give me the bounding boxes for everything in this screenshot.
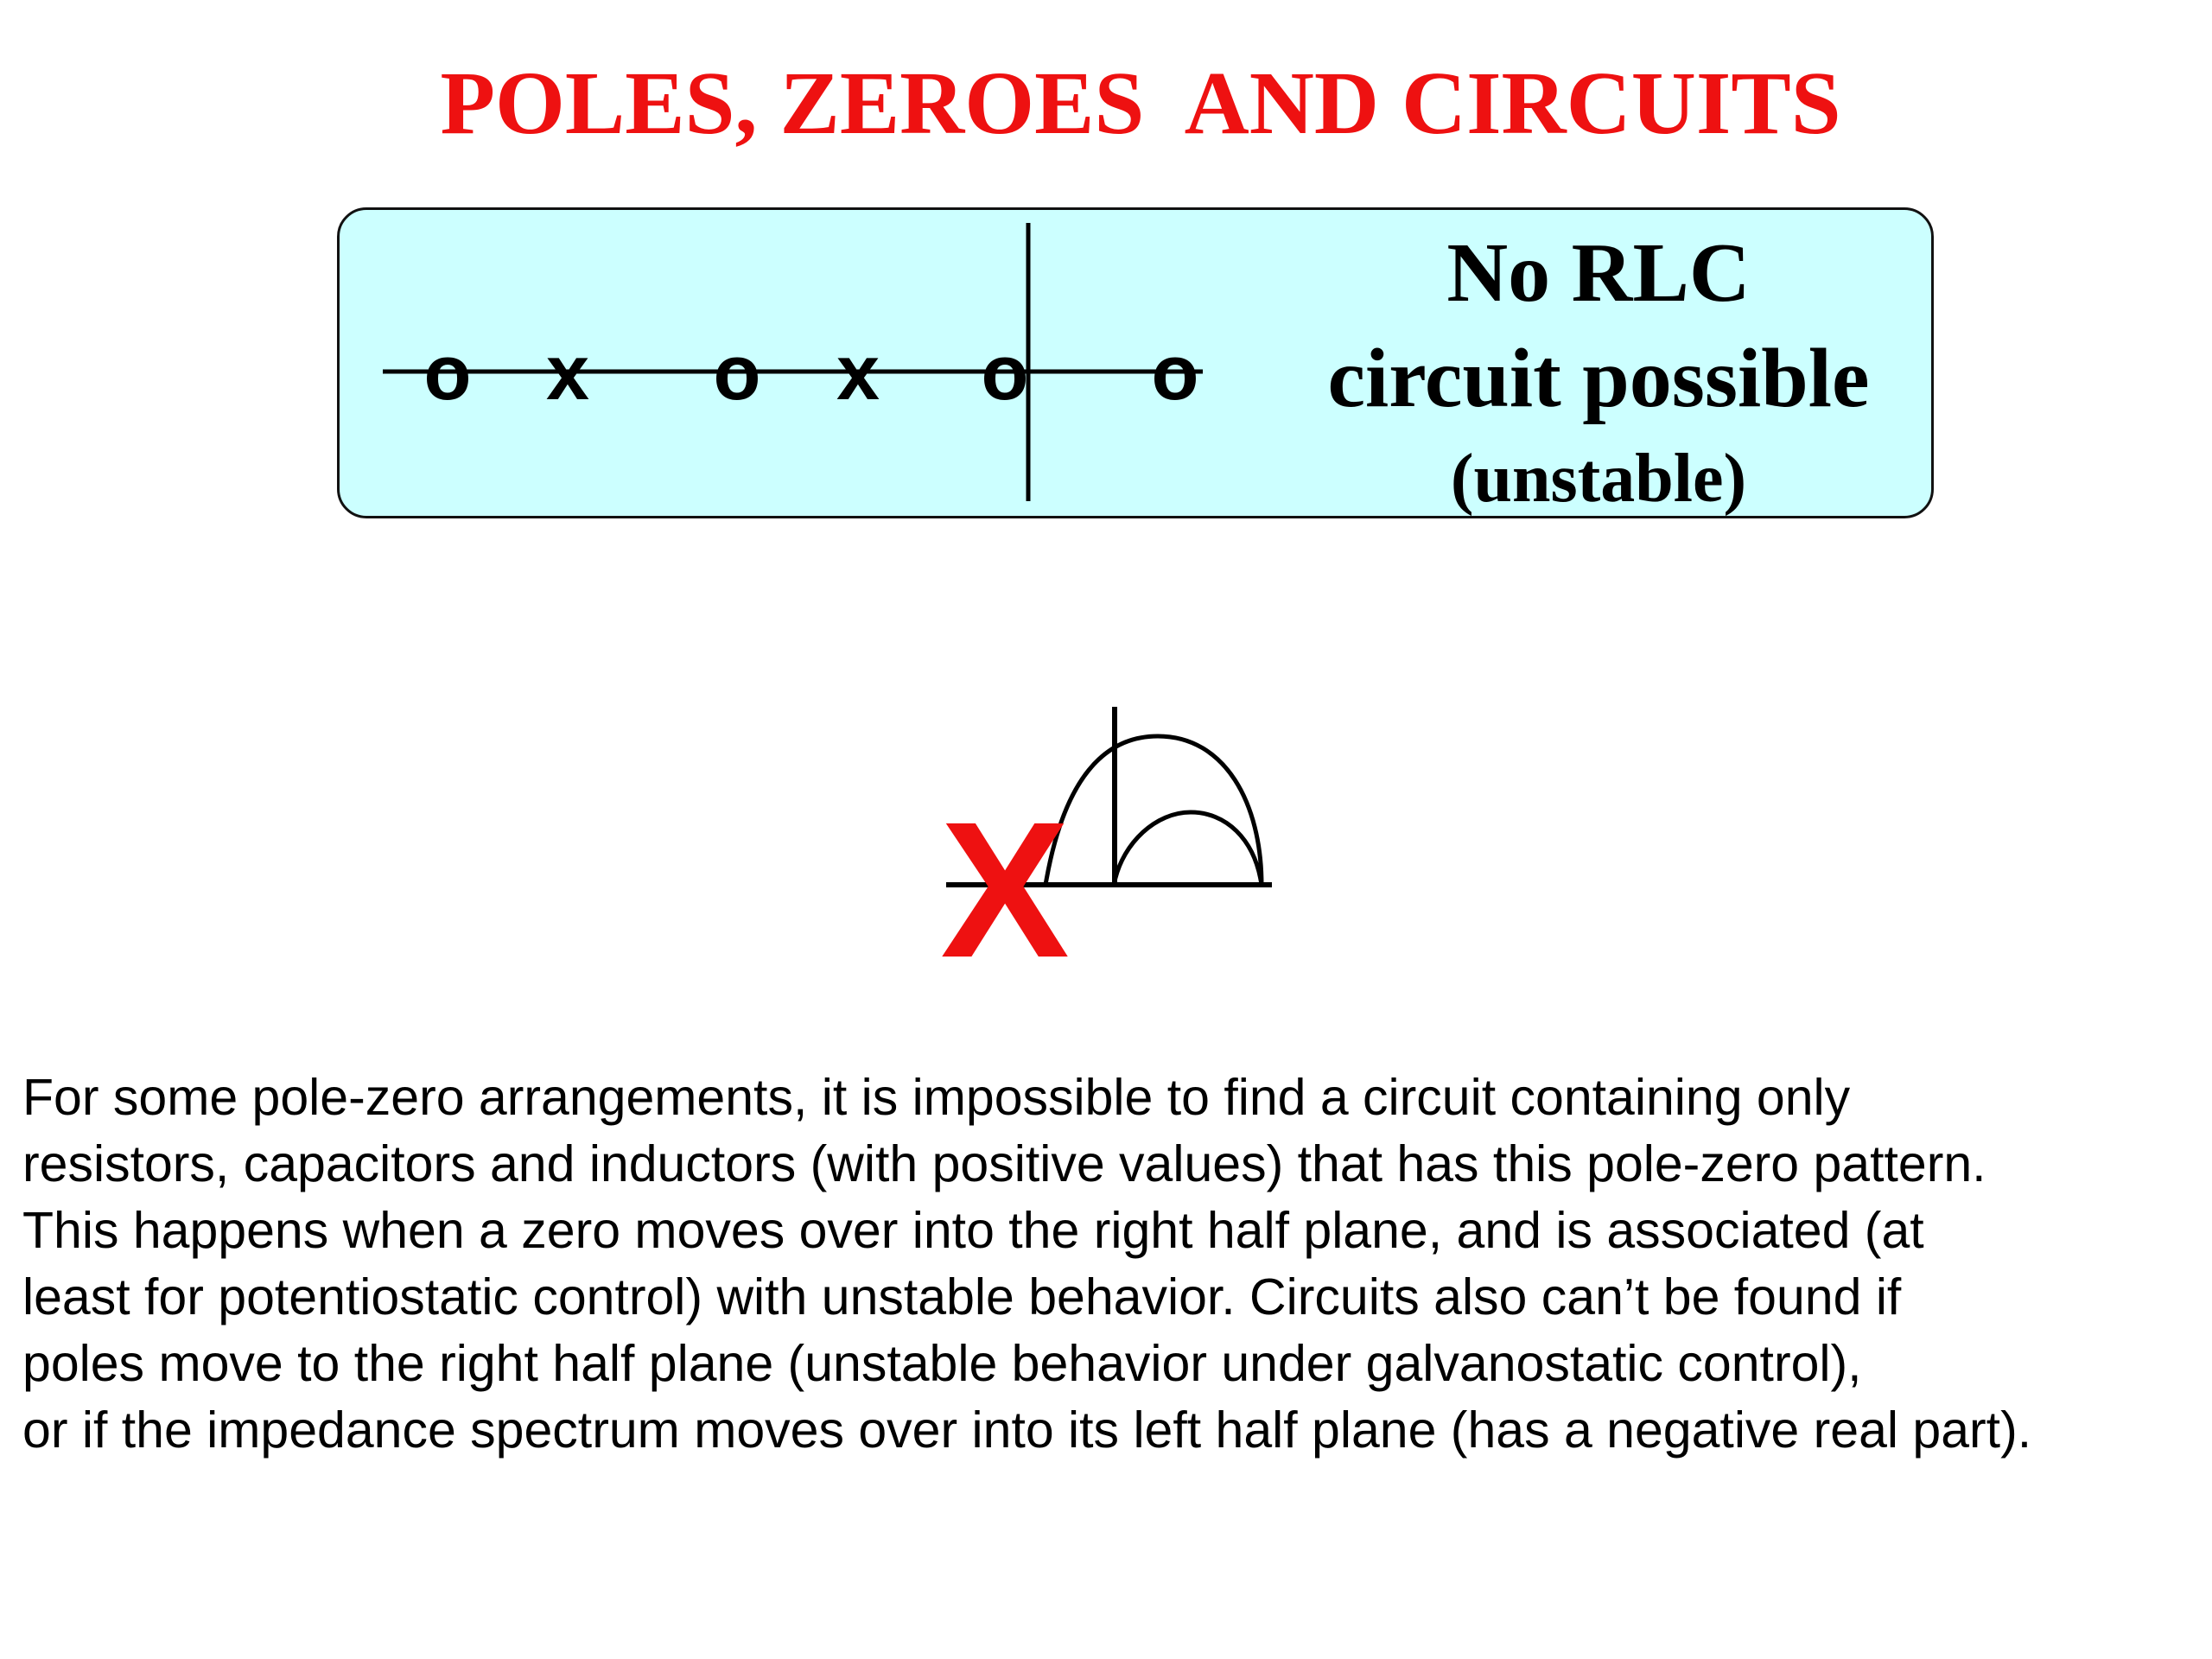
paragraph-line: or if the impedance spectrum moves over … xyxy=(22,1402,2032,1459)
outer-arc xyxy=(1043,734,1264,886)
zero-marker: o xyxy=(714,330,761,416)
reject-cross: X xyxy=(940,782,1069,998)
explanation-paragraph: For some pole-zero arrangements, it is i… xyxy=(22,1065,2209,1464)
panel-caption-line-3: (unstable) xyxy=(1450,441,1747,517)
paragraph-line: least for potentiostatic control) with u… xyxy=(22,1268,1902,1325)
zero-marker: o xyxy=(424,330,472,416)
pole-marker: x xyxy=(836,330,880,416)
panel-caption-line-1: No RLC xyxy=(1446,226,1751,320)
pole-zero-panel xyxy=(337,207,1934,518)
paragraph-line: poles move to the right half plane (unst… xyxy=(22,1335,1862,1392)
zero-marker-right-half-plane: o xyxy=(1152,330,1199,416)
inner-arc xyxy=(1112,810,1264,886)
paragraph-line: This happens when a zero moves over into… xyxy=(22,1202,1924,1259)
page-title: POLES, ZEROES AND CIRCUITS xyxy=(440,54,1841,153)
paragraph-line: resistors, capacitors and inductors (wit… xyxy=(22,1135,1986,1192)
zero-marker: o xyxy=(982,330,1029,416)
panel-caption: No RLC circuit possible (unstable) xyxy=(1244,220,1953,526)
panel-caption-line-2: circuit possible xyxy=(1327,332,1870,425)
paragraph-line: For some pole-zero arrangements, it is i… xyxy=(22,1069,1851,1126)
pole-marker: x xyxy=(546,330,589,416)
